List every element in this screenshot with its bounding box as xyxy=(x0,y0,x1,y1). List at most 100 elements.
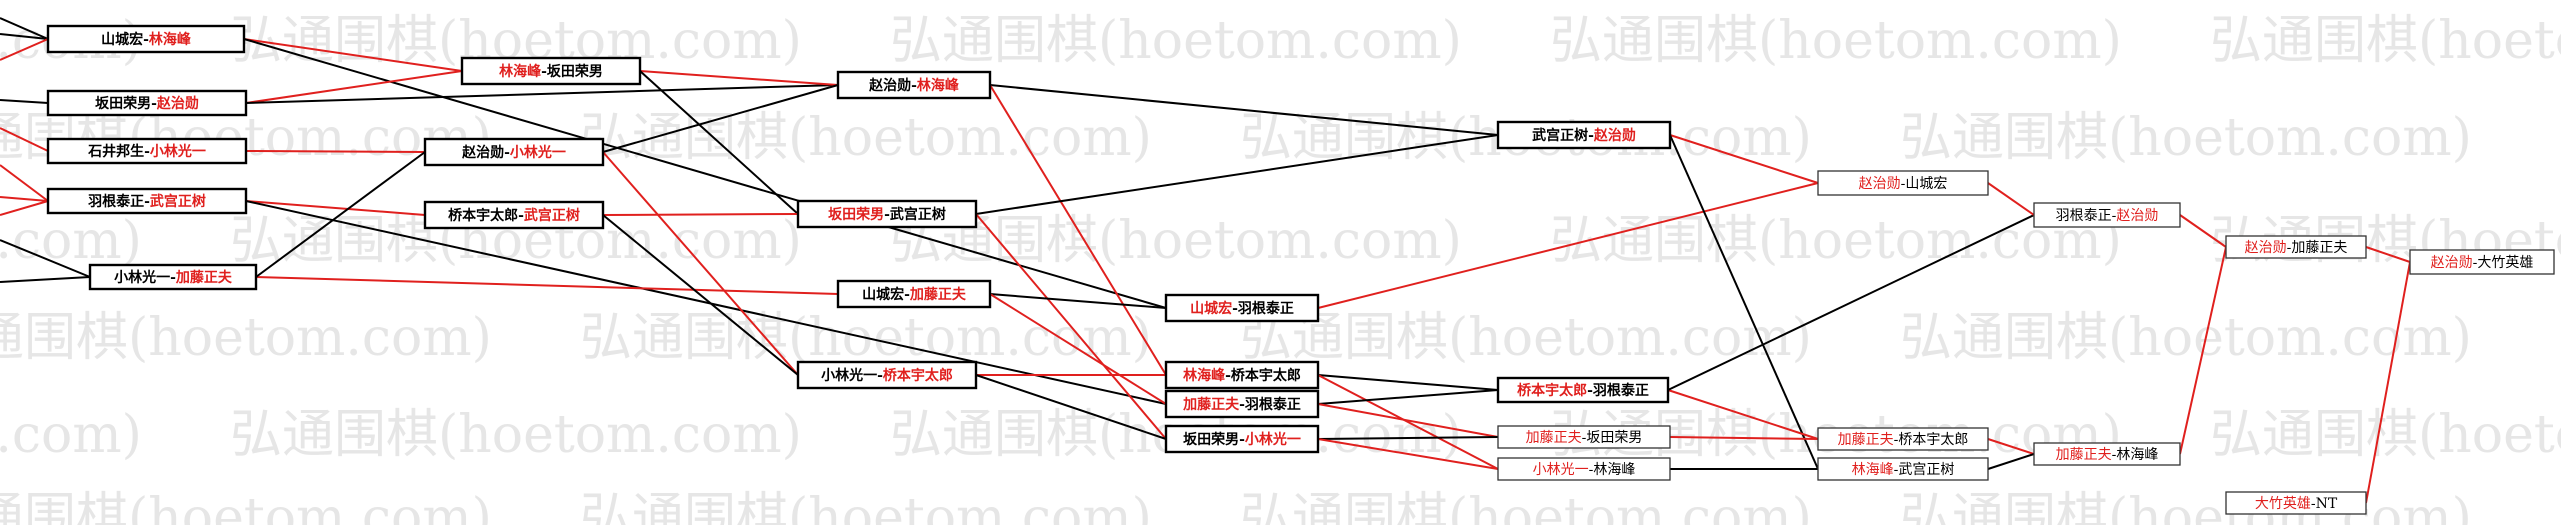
watermark-text: 弘通围棋(hoetom.com) xyxy=(580,108,1152,168)
player-name-first: 加藤正夫 xyxy=(1838,432,1894,448)
match-box-frame xyxy=(796,360,978,390)
match-box[interactable]: 坂田荣男-小林光一 xyxy=(1164,424,1320,454)
match-box[interactable]: 林海峰-坂田荣男 xyxy=(460,56,642,86)
match-box[interactable]: 坂田荣男-赵治勋 xyxy=(46,89,248,117)
bracket-connector xyxy=(989,293,1167,405)
match-box[interactable]: 桥本宇太郎-武宫正树 xyxy=(423,200,605,230)
match-box[interactable]: 山城宏-林海峰 xyxy=(46,24,246,54)
player-name-second: 武宫正树 xyxy=(890,206,946,223)
match-label: 加藤正夫-桥本宇太郎 xyxy=(1838,432,1969,448)
bracket-connector xyxy=(243,38,1167,309)
bracket-connector xyxy=(989,84,1167,376)
bracket-connector xyxy=(1987,438,2035,455)
player-name-first: 小林光一 xyxy=(1533,462,1589,478)
name-separator: - xyxy=(1587,383,1593,399)
player-name-second: 武宫正树 xyxy=(524,207,580,224)
bracket-connector xyxy=(1987,182,2035,216)
match-box[interactable]: 赵治勋-山城宏 xyxy=(1817,170,1989,196)
match-box[interactable]: 林海峰-武宫正树 xyxy=(1817,457,1989,481)
player-name-second: 加藤正夫 xyxy=(909,286,967,303)
bracket-connector xyxy=(245,200,1167,405)
match-box[interactable]: 赵治勋-林海峰 xyxy=(836,70,992,100)
name-separator: - xyxy=(1894,462,1899,478)
player-name-second: 赵治勋 xyxy=(156,95,199,112)
player-name-first: 林海峰 xyxy=(1183,367,1226,384)
bracket-connector-incoming xyxy=(0,33,49,40)
watermark-text: 弘通围棋(hoetom.com) xyxy=(1900,308,2472,368)
match-box[interactable]: 加藤正夫-桥本宇太郎 xyxy=(1817,427,1989,451)
name-separator: - xyxy=(2311,496,2316,512)
match-box[interactable]: 林海峰-桥本宇太郎 xyxy=(1164,360,1320,390)
name-separator: - xyxy=(1588,128,1594,144)
match-box[interactable]: 小林光一-桥本宇太郎 xyxy=(796,360,978,390)
match-box[interactable]: 桥本宇太郎-羽根泰正 xyxy=(1496,376,1670,404)
bracket-connector xyxy=(975,213,1167,440)
player-name-first: 加藤正夫 xyxy=(2056,447,2112,463)
player-name-first: 山城宏 xyxy=(862,286,904,303)
match-box[interactable]: 大竹英雄-NT xyxy=(2225,491,2367,515)
match-label: 赵治勋-小林光一 xyxy=(461,144,566,161)
bracket-connector xyxy=(989,293,1167,309)
match-box-frame xyxy=(1497,425,1671,449)
name-separator: - xyxy=(504,145,510,161)
match-box-frame xyxy=(88,263,258,291)
watermark-text: 弘通围棋(hoetom.com) xyxy=(1900,108,2472,168)
player-name-first: 赵治勋 xyxy=(868,77,911,94)
match-box[interactable]: 小林光一-林海峰 xyxy=(1497,457,1671,481)
bracket-connector xyxy=(602,213,799,216)
match-label: 山城宏-林海峰 xyxy=(101,31,192,48)
match-label: 赵治勋-林海峰 xyxy=(868,77,960,94)
match-label: 赵治勋-大竹英雄 xyxy=(2431,254,2534,271)
player-name-second: 武宫正树 xyxy=(1898,462,1954,478)
bracket-connector-incoming xyxy=(0,200,49,216)
match-box[interactable]: 赵治勋-小林光一 xyxy=(423,137,605,167)
bracket-connector xyxy=(2179,246,2227,455)
match-box[interactable]: 赵治勋-大竹英雄 xyxy=(2409,249,2555,275)
match-box[interactable]: 羽根泰正-武宫正树 xyxy=(46,187,248,215)
match-label: 羽根泰正-赵治勋 xyxy=(2056,208,2159,224)
bracket-connector xyxy=(1667,214,2035,391)
match-label: 坂田荣男-赵治勋 xyxy=(95,95,199,112)
player-name-first: 武宫正树 xyxy=(1532,127,1588,144)
match-label: 石井邦生-小林光一 xyxy=(87,143,206,160)
match-box[interactable]: 羽根泰正-赵治勋 xyxy=(2033,202,2181,228)
player-name-second: 加藤正夫 xyxy=(2291,240,2347,256)
match-label: 山城宏-羽根泰正 xyxy=(1190,300,1294,317)
name-separator: - xyxy=(1239,432,1245,448)
player-name-first: 羽根泰正 xyxy=(88,193,144,210)
match-box[interactable]: 加藤正夫-羽根泰正 xyxy=(1164,389,1320,419)
player-name-first: 羽根泰正 xyxy=(2056,208,2112,224)
player-name-first: 加藤正夫 xyxy=(1182,396,1240,413)
bracket-connector xyxy=(602,214,799,376)
match-box[interactable]: 坂田荣男-武宫正树 xyxy=(796,199,978,229)
match-box[interactable]: 武宫正树-赵治勋 xyxy=(1496,120,1672,150)
player-name-first: 山城宏 xyxy=(1190,300,1232,317)
bracket-connector xyxy=(245,200,426,216)
player-name-second: 赵治勋 xyxy=(1593,127,1636,144)
player-name-second: 大竹英雄 xyxy=(2477,254,2533,271)
player-name-first: 小林光一 xyxy=(114,269,170,286)
match-box[interactable]: 加藤正夫-坂田荣男 xyxy=(1497,425,1671,449)
watermark-text: 弘通围棋(hoetom.com) xyxy=(1900,488,2472,525)
bracket-connector xyxy=(1669,134,1819,184)
name-separator: - xyxy=(143,32,149,48)
match-box[interactable]: 山城宏-加藤正夫 xyxy=(836,279,992,309)
bracket-connector xyxy=(1317,436,1499,440)
match-box[interactable]: 山城宏-羽根泰正 xyxy=(1164,293,1320,323)
player-name-second: 羽根泰正 xyxy=(1245,396,1301,413)
player-name-second: 坂田荣男 xyxy=(1586,430,1642,446)
name-separator: - xyxy=(1232,301,1238,317)
match-box[interactable]: 赵治勋-加藤正夫 xyxy=(2225,235,2367,259)
connector-layer xyxy=(0,17,2411,504)
name-separator: - xyxy=(1894,432,1899,448)
player-name-second: 小林光一 xyxy=(1245,431,1301,448)
watermark-text: 弘通围棋(hoetom.com) xyxy=(1240,308,1812,368)
match-box[interactable]: 石井邦生-小林光一 xyxy=(46,137,248,165)
match-box[interactable]: 小林光一-加藤正夫 xyxy=(88,263,258,291)
player-name-first: 赵治勋 xyxy=(1859,176,1901,192)
name-separator: - xyxy=(1225,368,1231,384)
match-label: 武宫正树-赵治勋 xyxy=(1532,127,1636,144)
bracket-connector xyxy=(2365,261,2411,504)
player-name-second: 桥本宇太郎 xyxy=(1231,367,1301,384)
match-box[interactable]: 加藤正夫-林海峰 xyxy=(2033,442,2181,466)
